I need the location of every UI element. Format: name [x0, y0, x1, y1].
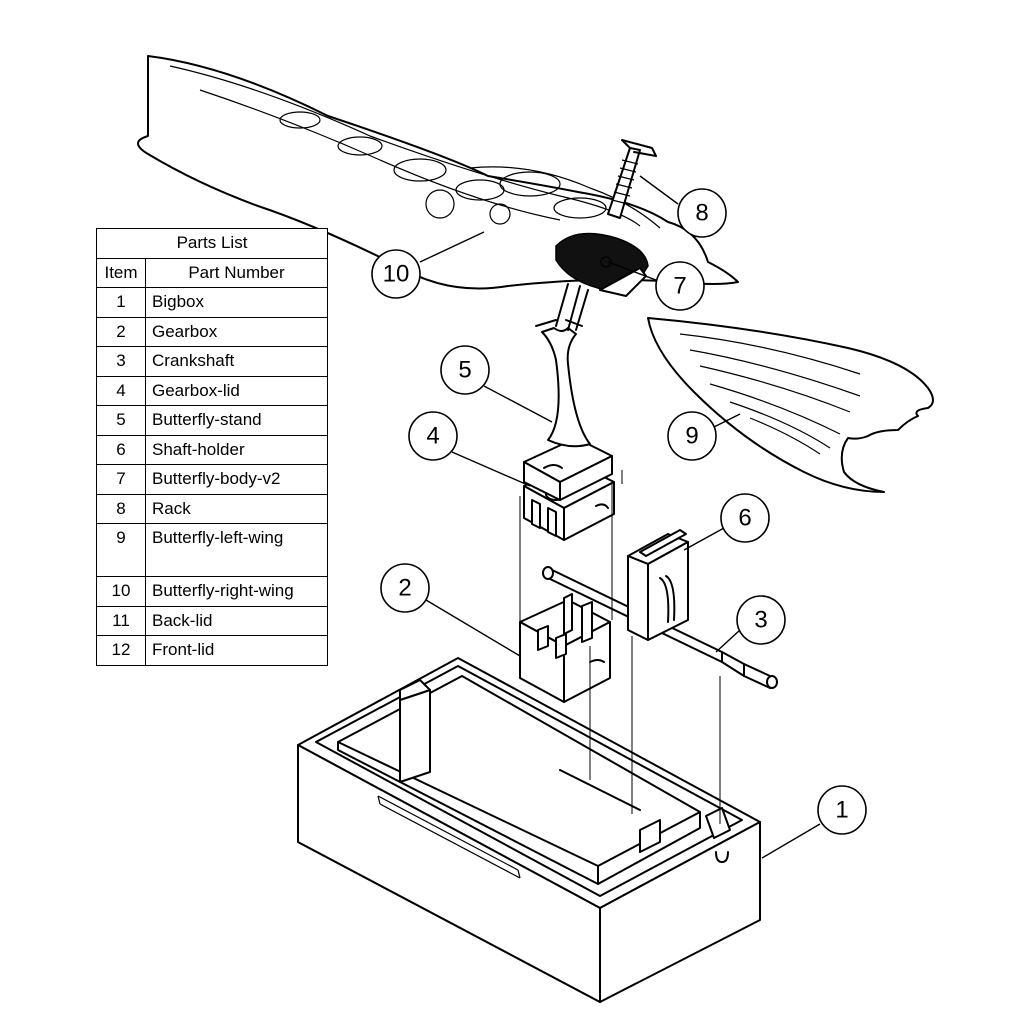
- balloon-5: 5: [440, 345, 553, 423]
- row-item: 9: [96, 523, 146, 577]
- balloon-2: 2: [380, 563, 521, 657]
- row-part: Bigbox: [145, 287, 328, 318]
- balloon-1: 1: [761, 785, 867, 859]
- butterfly-right-wing-part: [137, 55, 739, 290]
- row-item: 12: [96, 635, 146, 666]
- row-part: Butterfly-right-wing: [145, 576, 328, 607]
- row-part: Front-lid: [145, 635, 328, 666]
- row-part: Rack: [145, 493, 328, 524]
- header-part-number: Part Number: [145, 257, 328, 288]
- header-item: Item: [96, 257, 146, 288]
- row-item: 10: [96, 576, 146, 607]
- row-item: 11: [96, 605, 146, 636]
- parts-list-title: Parts List: [96, 228, 328, 259]
- balloon-4: 4: [408, 411, 531, 487]
- rack-part: [607, 139, 657, 219]
- row-part: Back-lid: [145, 605, 328, 636]
- row-item: 5: [96, 405, 146, 436]
- balloon-8: 8: [639, 175, 727, 238]
- balloon-9-label: 9: [685, 423, 698, 450]
- assembly-guide-lines: [519, 470, 721, 824]
- balloon-8-label: 8: [695, 200, 708, 227]
- row-item: 4: [96, 375, 146, 406]
- balloon-2-label: 2: [398, 575, 411, 602]
- balloon-10-label: 10: [383, 261, 410, 288]
- row-part: Crankshaft: [145, 346, 328, 377]
- row-part: Gearbox: [145, 316, 328, 347]
- balloon-5-label: 5: [458, 357, 471, 384]
- row-part: Butterfly-left-wing: [145, 523, 328, 577]
- row-part: Gearbox-lid: [145, 375, 328, 406]
- butterfly-body-part: [555, 232, 649, 331]
- row-item: 2: [96, 316, 146, 347]
- row-item: 7: [96, 464, 146, 495]
- balloon-7: 7: [607, 261, 705, 311]
- crankshaft-part: [542, 566, 778, 689]
- balloon-1-label: 1: [835, 797, 848, 824]
- balloon-7-label: 7: [673, 273, 686, 300]
- balloon-9: 9: [667, 411, 741, 461]
- balloon-3: 3: [715, 595, 786, 653]
- row-item: 6: [96, 434, 146, 465]
- balloon-3-label: 3: [754, 607, 767, 634]
- balloon-10: 10: [371, 231, 485, 299]
- butterfly-stand-part: [523, 319, 613, 501]
- butterfly-left-wing-part: [647, 317, 934, 493]
- balloon-4-label: 4: [426, 423, 439, 450]
- row-part: Butterfly-body-v2: [145, 464, 328, 495]
- row-part: Butterfly-stand: [145, 405, 328, 436]
- gearbox-part: [519, 593, 611, 703]
- shaft-holder-part: [627, 529, 689, 641]
- row-item: 3: [96, 346, 146, 377]
- bigbox-part: [297, 657, 761, 1003]
- row-part: Shaft-holder: [145, 434, 328, 465]
- row-item: 1: [96, 287, 146, 318]
- balloon-6: 6: [683, 493, 770, 551]
- row-item: 8: [96, 493, 146, 524]
- balloon-6-label: 6: [738, 505, 751, 532]
